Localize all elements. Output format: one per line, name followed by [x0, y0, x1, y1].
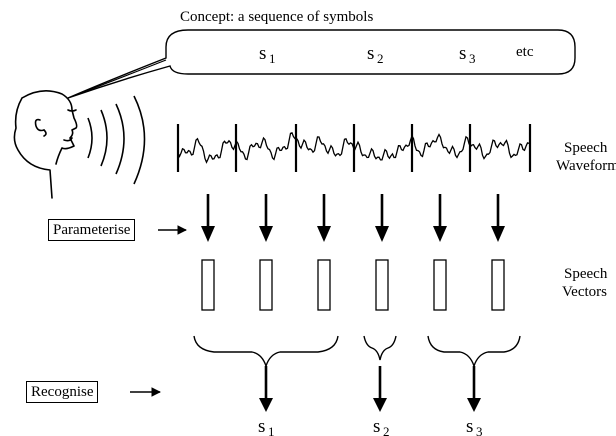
speaker-head-icon	[13, 90, 78, 199]
svg-text:s: s	[459, 43, 466, 64]
output-symbol-s3: s 3	[466, 416, 483, 436]
svg-text:1: 1	[268, 424, 275, 436]
vectors-label-line2: Vectors	[562, 284, 607, 300]
waveform-label-line2: Waveform	[556, 158, 616, 174]
parameterise-arrow	[259, 194, 273, 242]
recognise-arrow-1	[259, 366, 273, 412]
speech-vector	[317, 259, 331, 311]
recognise-arrow-3	[467, 366, 481, 412]
svg-text:3: 3	[476, 424, 483, 436]
parameterise-arrow	[201, 194, 215, 242]
speech-vector	[491, 259, 505, 311]
waveform-frame-marks	[176, 124, 532, 172]
svg-text:s: s	[258, 416, 265, 436]
recognise-arrow-2	[373, 366, 387, 412]
concept-speech-bubble	[67, 29, 576, 99]
concept-caption: Concept: a sequence of symbols	[180, 9, 374, 25]
speech-vector	[433, 259, 447, 311]
parameterise-arrow	[317, 194, 331, 242]
speech-vectors	[201, 259, 505, 311]
svg-text:s: s	[466, 416, 473, 436]
bubble-symbol-s1: s 1	[259, 43, 276, 66]
svg-text:s: s	[259, 43, 266, 64]
etc-label: etc	[516, 44, 534, 60]
bubble-symbol-s2: s 2	[367, 43, 384, 66]
vectors-label-line1: Speech	[564, 266, 608, 282]
symbol-brace-3	[427, 335, 521, 369]
parameterise-arrow	[433, 194, 447, 242]
svg-text:3: 3	[469, 51, 476, 66]
recognise-box: Recognise	[26, 381, 99, 403]
speech-vector	[201, 259, 215, 311]
parameterise-box: Parameterise	[48, 219, 136, 241]
speech-vector	[259, 259, 273, 311]
parameterise-arrow	[491, 194, 505, 242]
output-symbol-s2: s 2	[373, 416, 390, 436]
output-symbol-s1: s 1	[258, 416, 275, 436]
waveform-label-line1: Speech	[564, 140, 608, 156]
symbol-brace-1	[193, 335, 339, 369]
svg-text:2: 2	[383, 424, 390, 436]
svg-text:2: 2	[377, 51, 384, 66]
svg-text:s: s	[367, 43, 374, 64]
bubble-symbol-s3: s 3	[459, 43, 476, 66]
sound-waves-icon	[87, 95, 146, 185]
parameterise-arrows	[201, 194, 505, 242]
parameterise-arrow	[375, 194, 389, 242]
speech-vector	[375, 259, 389, 311]
symbol-brace-2	[363, 335, 397, 361]
svg-text:1: 1	[269, 51, 276, 66]
svg-text:s: s	[373, 416, 380, 436]
